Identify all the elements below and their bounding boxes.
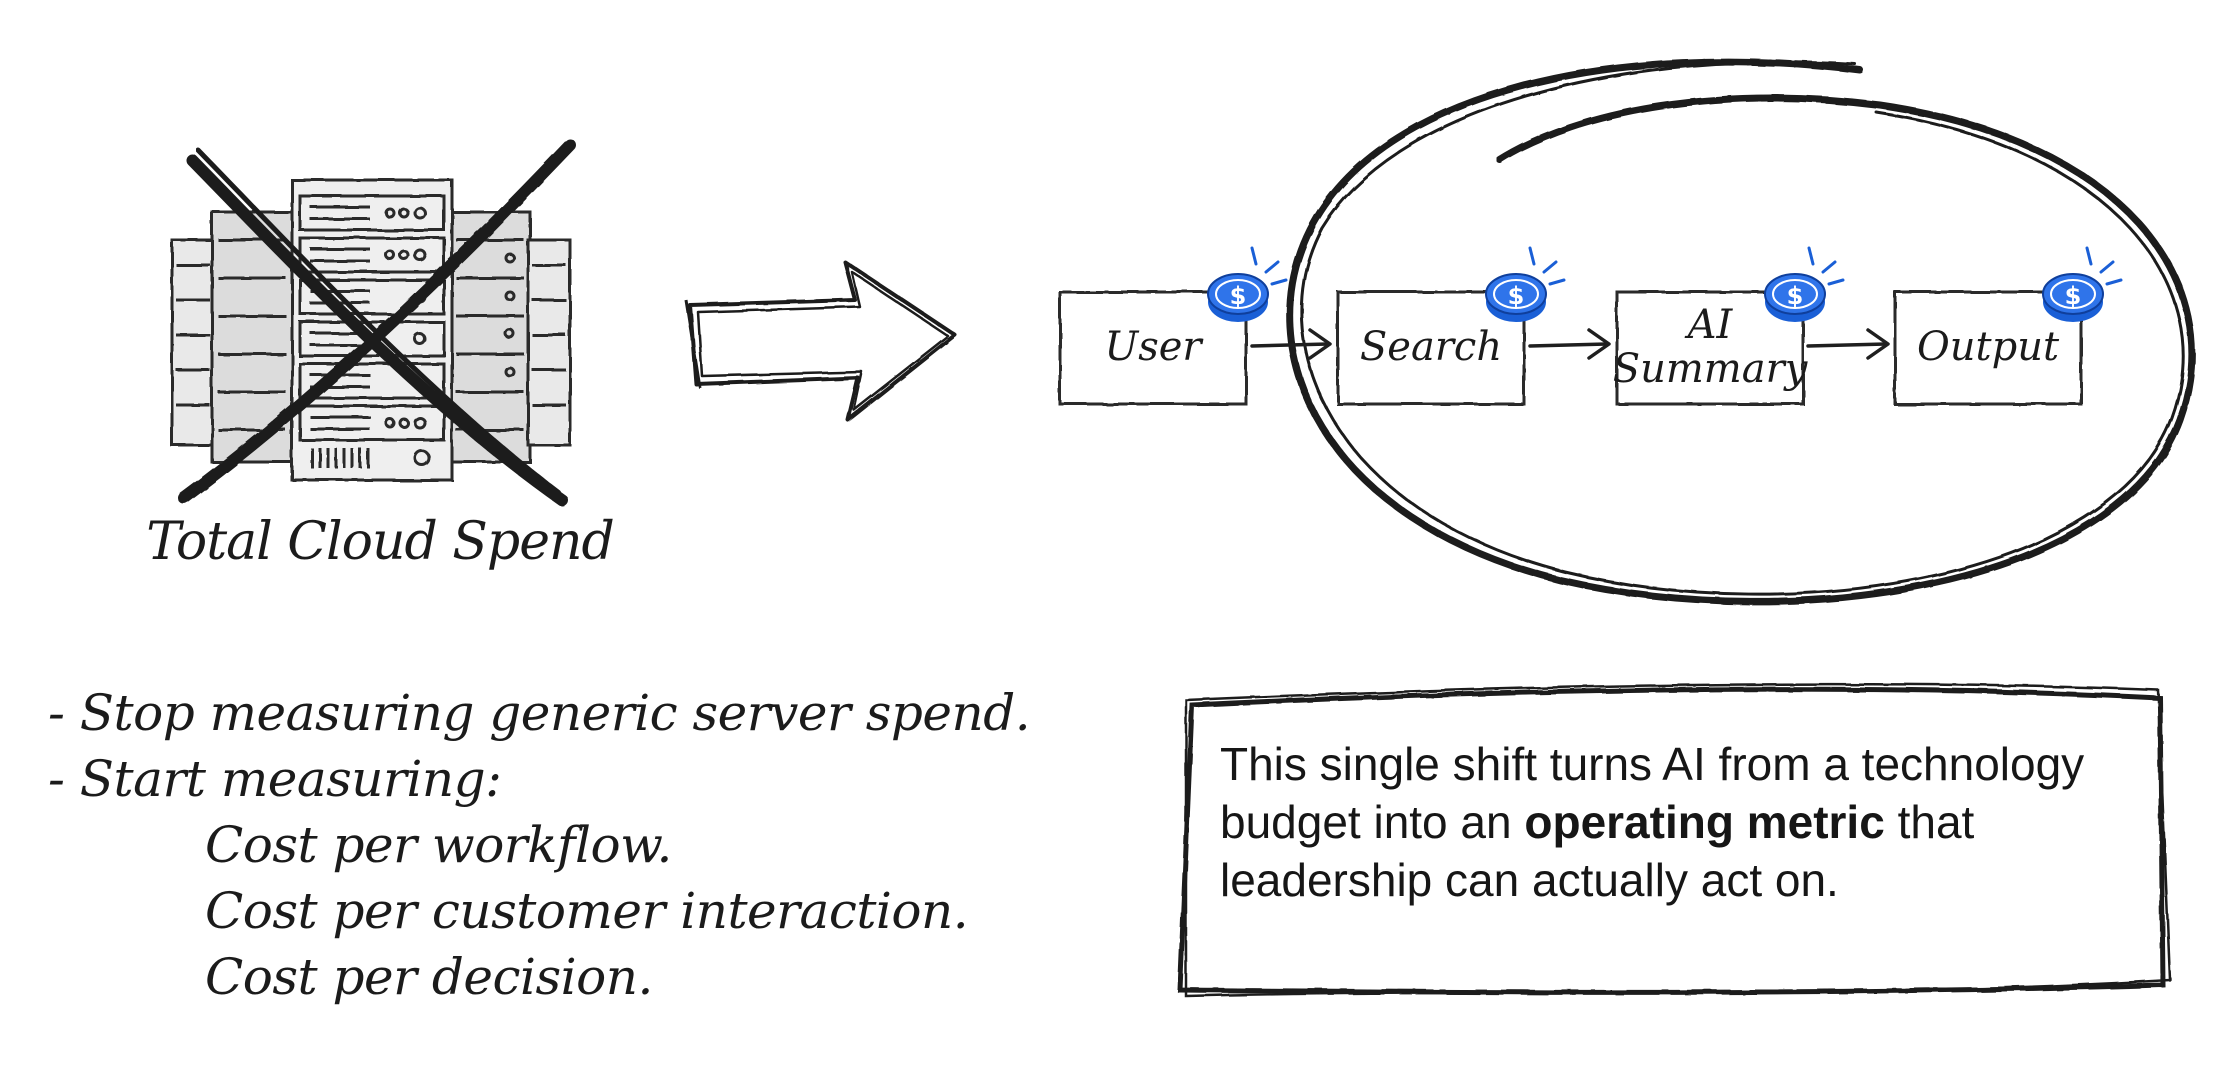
bullet-list: - Stop measuring generic server spend. -… xyxy=(48,680,1048,1010)
coin-icon: $ xyxy=(1485,246,1566,322)
server-rack-icon xyxy=(170,178,572,482)
coin-icon: $ xyxy=(2042,246,2123,322)
callout-text-after: that leadership can actually act on. xyxy=(1220,796,1975,906)
bullet-sub-decision: Cost per decision. xyxy=(205,948,653,1006)
bullet-sub-customer-interaction: Cost per customer interaction. xyxy=(205,882,969,940)
callout-text-before: This single shift turns AI from a techno… xyxy=(1220,738,2085,848)
coin-symbol: $ xyxy=(1787,282,1804,310)
bullet-start-measuring: - Start measuring: xyxy=(48,750,502,808)
callout-text-bold: operating metric xyxy=(1524,796,1885,848)
flow-step-label-line1: AI xyxy=(1684,302,1734,348)
server-caption: Total Cloud Spend xyxy=(146,512,615,572)
callout-box xyxy=(1177,682,2172,998)
coin-symbol: $ xyxy=(1508,282,1525,310)
flow-step-label: User xyxy=(1104,324,1204,370)
connector-arrow-icon xyxy=(1250,328,1332,360)
bullet-sub-workflow: Cost per workflow. xyxy=(205,816,672,874)
coin-symbol: $ xyxy=(1230,282,1247,310)
coin-symbol: $ xyxy=(2065,282,2082,310)
flow-step-label: Search xyxy=(1360,324,1502,370)
highlight-ellipse xyxy=(1286,58,2196,605)
transition-arrow-icon xyxy=(684,260,957,422)
cross-out-icon xyxy=(178,139,576,506)
flow-step-label-line2: Summary xyxy=(1613,346,1809,392)
coin-icon: $ xyxy=(1207,246,1288,322)
connector-arrow-icon xyxy=(1806,328,1890,360)
flow-step-label: Output xyxy=(1917,324,2060,370)
connector-arrow-icon xyxy=(1528,328,1611,360)
coin-icon: $ xyxy=(1764,246,1845,322)
bullet-stop-measuring: - Stop measuring generic server spend. xyxy=(48,684,1031,742)
callout-text: This single shift turns AI from a techno… xyxy=(1220,735,2160,909)
